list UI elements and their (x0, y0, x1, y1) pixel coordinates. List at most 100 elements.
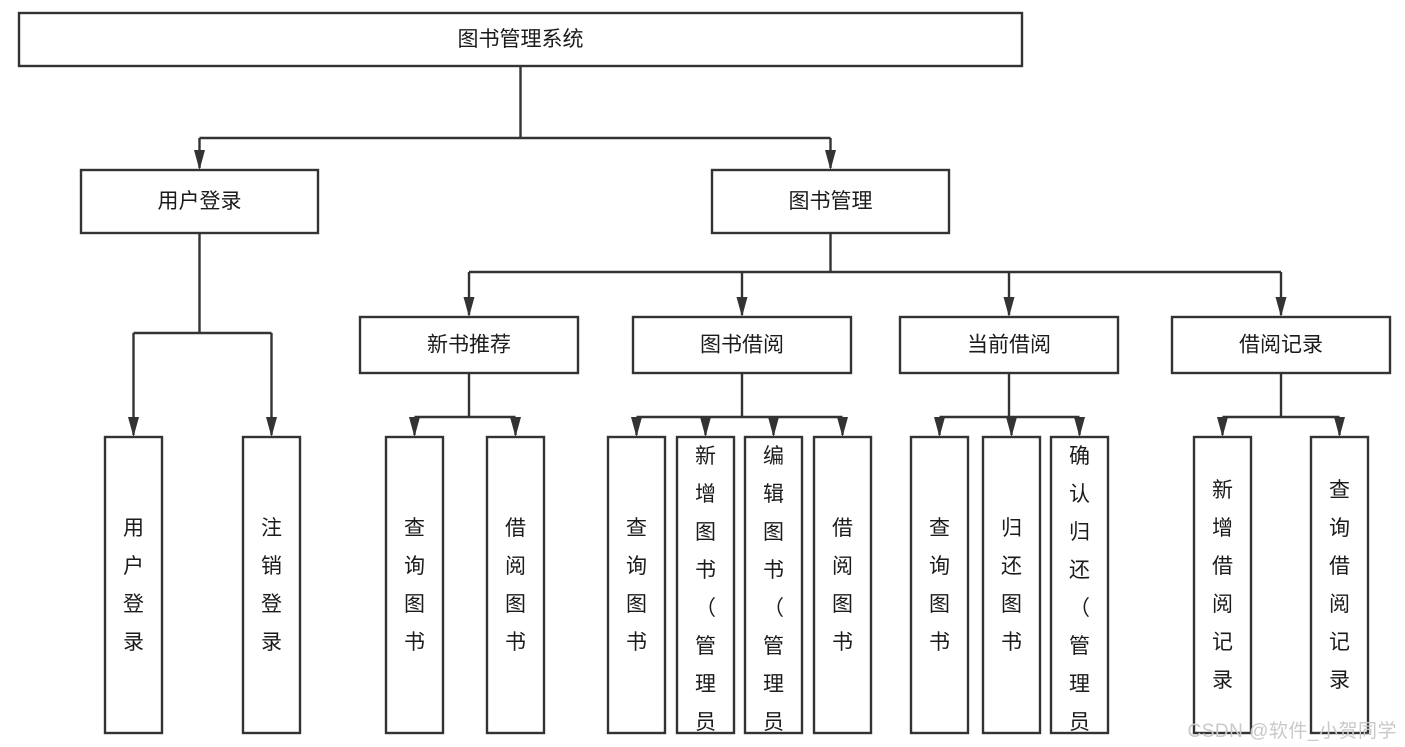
leaf-label-char: 借 (832, 517, 853, 540)
node-label: 用户登录 (158, 190, 242, 213)
arrow-head-icon (837, 417, 848, 437)
leaf-label-char: （ (1069, 597, 1090, 620)
leaf-label-char: 询 (626, 555, 647, 578)
arrow-head-icon (409, 417, 420, 437)
leaf-label-char: 图 (505, 593, 526, 616)
leaf-label-char: 阅 (505, 555, 526, 578)
leaf-label-char: 书 (1001, 631, 1022, 654)
leaf-label-char: 录 (1329, 669, 1350, 692)
leaf-label-char: 管 (695, 635, 716, 658)
node-level2-1[interactable]: 图书管理 (710, 168, 951, 235)
leaf-label-char: 书 (832, 631, 853, 654)
leaf-label-char: （ (763, 597, 784, 620)
arrow-head-icon (825, 150, 836, 170)
leaf-label-char: 书 (763, 559, 784, 582)
leaf-label-char: （ (695, 597, 716, 620)
arrow-head-icon (1217, 417, 1228, 437)
leaf-label-char: 员 (1069, 711, 1090, 734)
leaf-label-char: 理 (1069, 673, 1090, 696)
leaf-label-char: 员 (763, 711, 784, 734)
leaf-label-char: 还 (1069, 559, 1090, 582)
leaf-label-char: 查 (1329, 479, 1350, 502)
arrow-head-icon (1003, 297, 1015, 317)
watermark-text: CSDN @软件_小贺同学 (1187, 721, 1397, 742)
node-level3-2[interactable]: 当前借阅 (898, 315, 1120, 375)
leaf-label-char: 查 (404, 517, 425, 540)
leaf-label-char: 编 (763, 445, 784, 468)
leaf-label-char: 图 (404, 593, 425, 616)
leaf-label-char: 辑 (763, 483, 784, 506)
leaf-label-char: 查 (626, 517, 647, 540)
node-label: 新书推荐 (427, 334, 511, 357)
leaf-label-char: 书 (626, 631, 647, 654)
leaf-label-char: 图 (832, 593, 853, 616)
leaf-label-char: 管 (763, 635, 784, 658)
leaf-label-char: 户 (123, 555, 144, 578)
leaf-label-char: 增 (1212, 517, 1233, 540)
arrow-head-icon (631, 417, 642, 437)
arrow-head-icon (1074, 417, 1085, 437)
leaf-label-char: 记 (1212, 631, 1233, 654)
arrow-head-icon (768, 417, 779, 437)
leaf-label-char: 录 (1212, 669, 1233, 692)
node-level3-0[interactable]: 新书推荐 (358, 315, 580, 375)
leaf-label-char: 理 (695, 673, 716, 696)
arrow-head-icon (128, 417, 139, 437)
leaf-label-char: 图 (626, 593, 647, 616)
leaf-label-char: 询 (404, 555, 425, 578)
arrow-head-icon (700, 417, 711, 437)
node-level3-1[interactable]: 图书借阅 (631, 315, 853, 375)
arrow-head-icon (1006, 417, 1017, 437)
leaf-label-char: 归 (1001, 517, 1022, 540)
node-root-图书管理系统[interactable]: 图书管理系统 (17, 11, 1024, 68)
leaf-label-char: 图 (1001, 593, 1022, 616)
leaf-label-char: 图 (695, 521, 716, 544)
leaf-label-char: 管 (1069, 635, 1090, 658)
node-label: 借阅记录 (1239, 334, 1323, 357)
node-label: 图书管理系统 (458, 28, 584, 51)
leaf-label-char: 认 (1069, 483, 1090, 506)
leaf-label-char: 借 (505, 517, 526, 540)
node-level2-0[interactable]: 用户登录 (79, 168, 320, 235)
leaf-label-char: 登 (261, 593, 282, 616)
arrow-head-icon (266, 417, 277, 437)
arrow-head-icon (1334, 417, 1345, 437)
node-leaf-0[interactable]: 用户登录 (103, 435, 164, 735)
leaf-label-char: 阅 (1212, 593, 1233, 616)
arrow-head-icon (934, 417, 945, 437)
node-label: 图书借阅 (700, 334, 784, 357)
leaf-label-char: 还 (1001, 555, 1022, 578)
arrow-head-icon (463, 297, 475, 317)
leaf-label-char: 图 (929, 593, 950, 616)
node-level3-3[interactable]: 借阅记录 (1170, 315, 1392, 375)
leaf-label-char: 询 (929, 555, 950, 578)
leaf-label-char: 询 (1329, 517, 1350, 540)
leaf-label-char: 员 (695, 711, 716, 734)
leaf-label-char: 登 (123, 593, 144, 616)
leaf-label-char: 书 (695, 559, 716, 582)
leaf-label-char: 图 (763, 521, 784, 544)
leaf-label-char: 归 (1069, 521, 1090, 544)
connectors-layer (128, 66, 1345, 437)
leaf-label-char: 理 (763, 673, 784, 696)
leaf-label-char: 确 (1069, 445, 1090, 468)
leaf-label-char: 阅 (832, 555, 853, 578)
leaf-label-char: 书 (929, 631, 950, 654)
leaf-label-char: 阅 (1329, 593, 1350, 616)
leaf-label-char: 借 (1329, 555, 1350, 578)
leaf-label-char: 记 (1329, 631, 1350, 654)
leaf-label-char: 录 (123, 631, 144, 654)
